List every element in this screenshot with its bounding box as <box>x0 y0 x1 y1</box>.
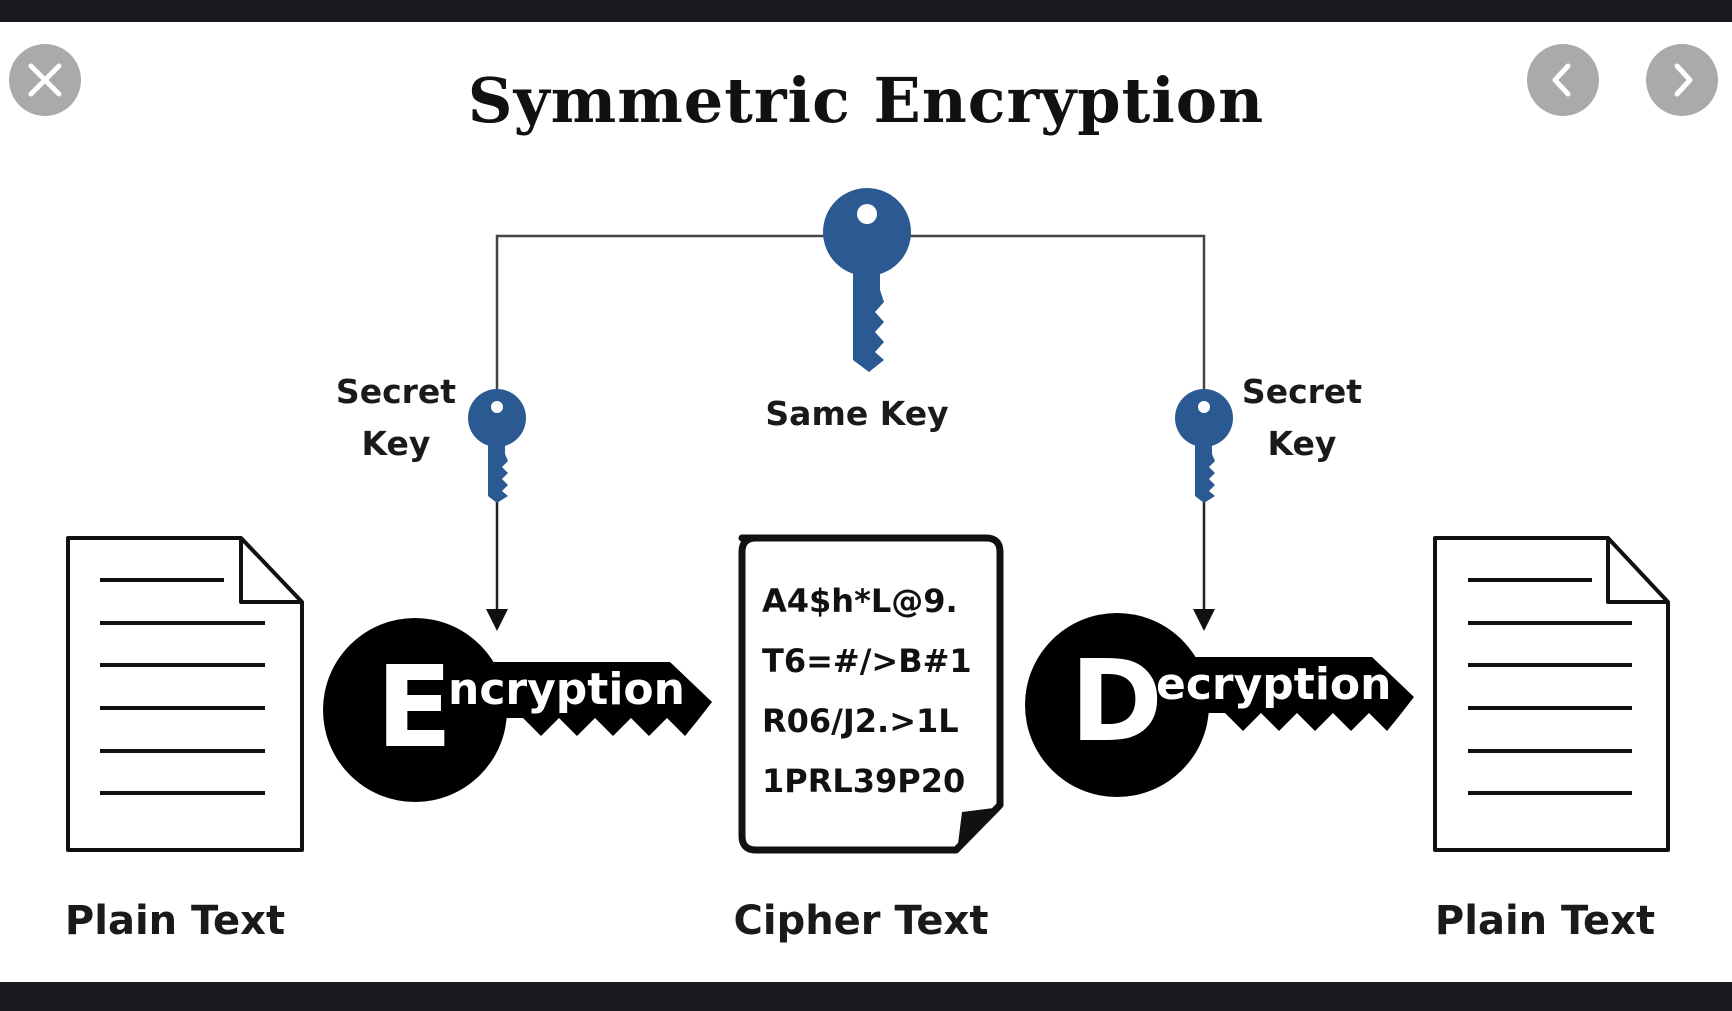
close-button[interactable] <box>9 44 81 116</box>
encryption-badge-initial: E <box>376 643 453 773</box>
cipher-line: T6=#/>B#1 <box>762 642 972 680</box>
plain-text-document-right <box>1433 536 1670 852</box>
close-icon <box>28 63 62 97</box>
image-viewer-panel: Symmetric Encryption Secret Key Same Key… <box>0 22 1732 982</box>
decryption-arrowhead <box>1193 609 1215 631</box>
symmetric-encryption-diagram <box>66 188 1670 854</box>
decryption-badge-label: ecryption <box>1156 659 1392 710</box>
same-key-label: Same Key <box>765 394 949 433</box>
cipher-line: 1PRL39P20 <box>762 762 966 800</box>
same-key-icon <box>823 188 911 372</box>
decryption-key-badge <box>1025 613 1414 797</box>
cipher-text-document <box>738 534 1004 854</box>
cipher-line: R06/J2.>1L <box>762 702 959 740</box>
cipher-line: A4$h*L@9. <box>762 582 958 620</box>
cipher-text-label: Cipher Text <box>733 898 989 944</box>
plain-text-label-right: Plain Text <box>1434 898 1656 944</box>
chevron-left-icon <box>1552 63 1571 97</box>
secret-key-label-right: Secret Key <box>1241 372 1363 463</box>
chevron-right-icon <box>1674 63 1693 97</box>
diagram-title: Symmetric Encryption <box>467 64 1265 137</box>
secret-key-label-left: Secret Key <box>335 372 457 463</box>
encryption-arrowhead <box>486 609 508 631</box>
previous-button[interactable] <box>1527 44 1599 116</box>
decryption-badge-initial: D <box>1070 637 1163 767</box>
next-button[interactable] <box>1646 44 1718 116</box>
secret-key-icon-left <box>468 389 526 503</box>
secret-key-icon-right <box>1175 389 1233 503</box>
plain-text-document-left <box>66 536 304 852</box>
encryption-key-badge <box>323 618 712 802</box>
plain-text-label-left: Plain Text <box>64 898 286 944</box>
encryption-badge-label: ncryption <box>448 664 685 715</box>
